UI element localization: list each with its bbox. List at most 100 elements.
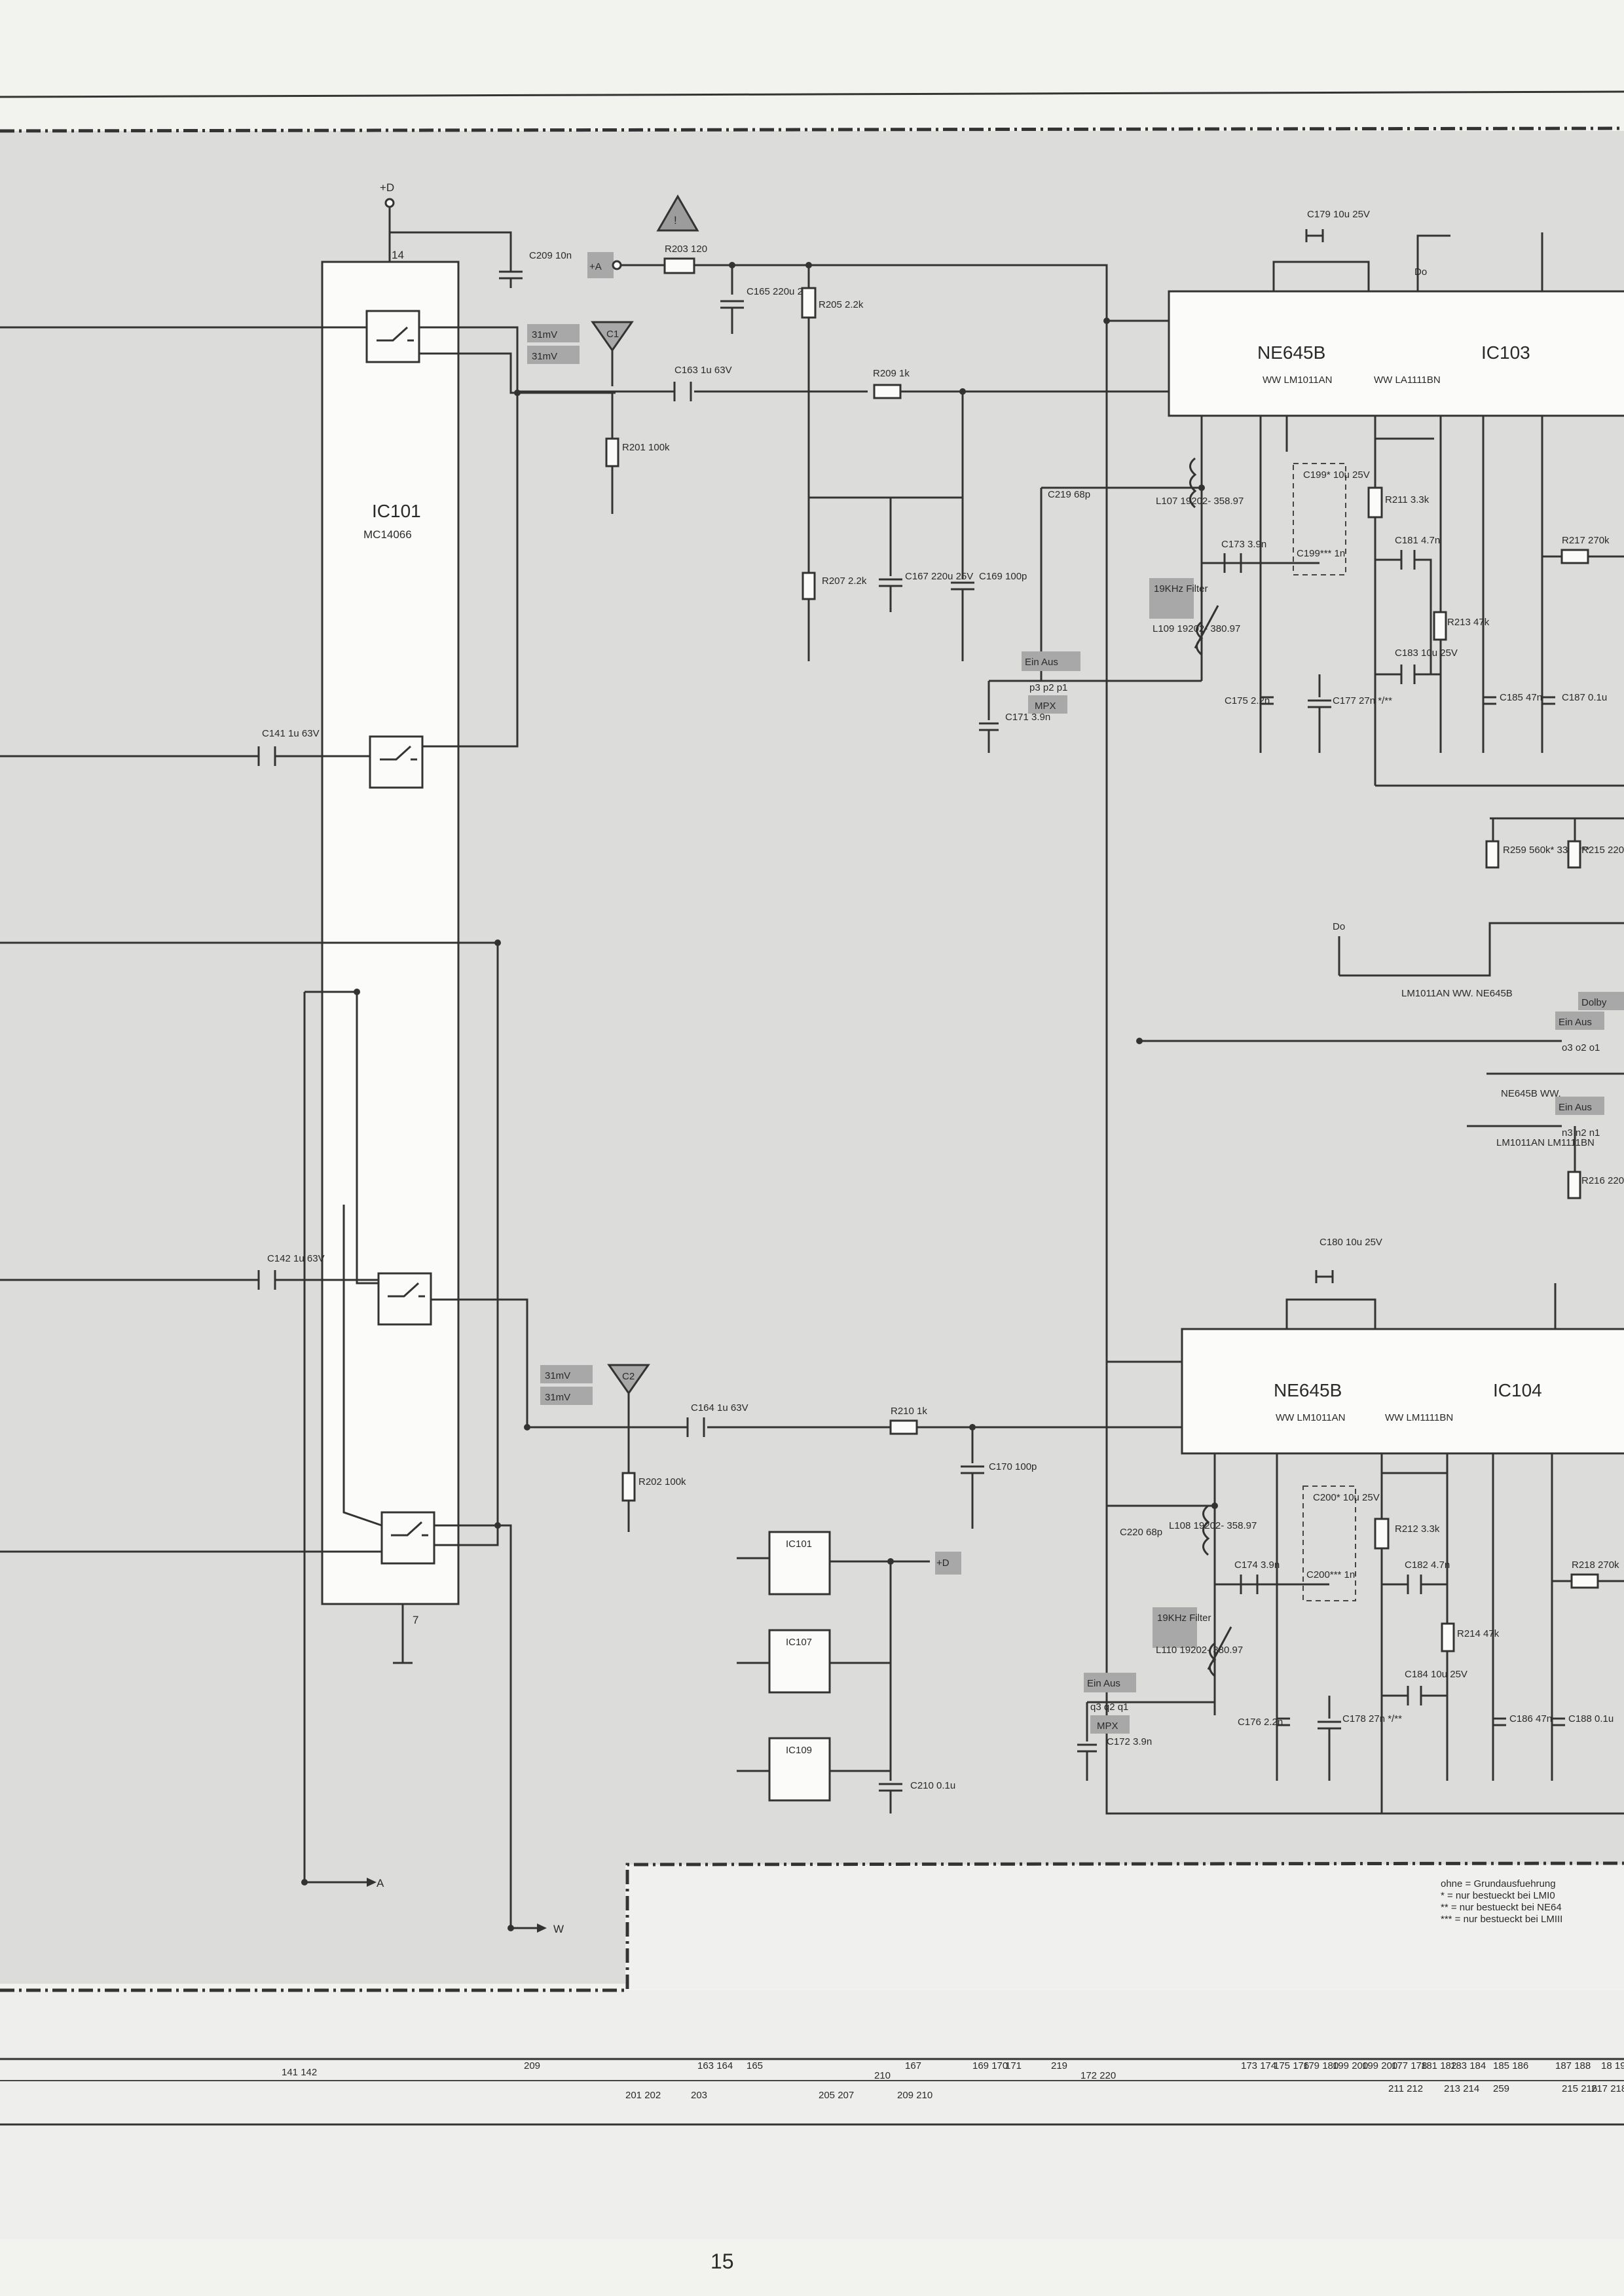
- c185-label: C185 47n: [1500, 692, 1542, 703]
- idx1-13: 199 200: [1333, 2060, 1368, 2071]
- c219-label: C219 68p: [1048, 489, 1090, 500]
- do-label: Do: [1414, 266, 1427, 278]
- plus-d-label: +D: [380, 181, 394, 194]
- ic104-variant-a: WW LM1011AN: [1276, 1412, 1345, 1423]
- idx1-18: 185 186: [1493, 2060, 1528, 2071]
- do-label-2: Do: [1333, 921, 1345, 932]
- ic103-variant-a: WW LM1011AN: [1263, 374, 1332, 386]
- c184-label: C184 10u 25V: [1405, 1669, 1467, 1680]
- idx1-5: 210: [874, 2070, 891, 2081]
- c142-label: C142 1u 63V: [267, 1253, 325, 1264]
- c199b-label: C199*** 1n: [1297, 548, 1345, 559]
- rail-w-label: W: [553, 1923, 564, 1935]
- c200a-label: C200* 10u 25V: [1313, 1492, 1380, 1503]
- ic104-ref: IC104: [1493, 1380, 1542, 1400]
- c199a-label: C199* 10u 25V: [1303, 469, 1370, 481]
- idx1-10: 173 174: [1241, 2060, 1276, 2071]
- ic104-package: NE645B IC104 WW LM1011AN WW LM1111BN: [1181, 1328, 1624, 1455]
- idx1-16: 181 182: [1421, 2060, 1456, 2071]
- ein-aus-lower: Ein Aus: [1087, 1678, 1120, 1689]
- r215-label: R215 220k** 270k* 150k***: [1581, 845, 1624, 856]
- plus-d-label-2: +D: [936, 1558, 950, 1569]
- level-2: 31mV: [532, 351, 557, 362]
- idx1-1: 209: [524, 2060, 540, 2071]
- idx1-19: 187 188: [1555, 2060, 1591, 2071]
- ic103-package: NE645B IC103 WW LM1011AN WW LA1111BN: [1168, 290, 1624, 417]
- c164-label: C164 1u 63V: [691, 1402, 748, 1413]
- r205-label: R205 2.2k: [819, 299, 864, 310]
- c174-label: C174 3.9n: [1234, 1559, 1280, 1571]
- l108-label: L108 19202- 358.97: [1169, 1520, 1257, 1531]
- r214-label: R214 47k: [1457, 1628, 1500, 1639]
- c141-label: C141 1u 63V: [262, 728, 320, 739]
- legend-line-0: ohne = Grundausfuehrung: [1441, 1878, 1556, 1889]
- gate-supplies: IC101 IC107 IC109: [768, 1531, 831, 1802]
- rail-a-label: A: [377, 1877, 384, 1889]
- ic104-part: NE645B: [1274, 1380, 1342, 1400]
- plus-a-label: +A: [589, 261, 602, 272]
- gate3-label: IC109: [786, 1745, 812, 1756]
- c180-label: C180 10u 25V: [1320, 1237, 1382, 1248]
- dolby-label: Dolby: [1581, 997, 1607, 1008]
- legend: ohne = Grundausfuehrung * = nur bestueck…: [1441, 1878, 1562, 1925]
- c183-label: C183 10u 25V: [1395, 647, 1458, 659]
- r209-label: R209 1k: [873, 368, 910, 379]
- switch-p-pins: p3 p2 p1: [1029, 682, 1067, 693]
- c179-label: C179 10u 25V: [1307, 209, 1370, 220]
- idx1-12: 179 180: [1303, 2060, 1338, 2071]
- idx1-0: 141 142: [282, 2067, 317, 2078]
- gate2-label: IC107: [786, 1637, 812, 1648]
- c176-label: C176 2.2n: [1238, 1717, 1283, 1728]
- idx1-15: 177 178: [1392, 2060, 1427, 2071]
- ic101-ref: IC101: [372, 501, 421, 521]
- c171-label: C171 3.9n: [1005, 712, 1050, 723]
- r201-label: R201 100k: [622, 442, 670, 453]
- tp-c2: C2: [622, 1371, 635, 1382]
- c178-label: C178 27n */**: [1342, 1713, 1402, 1724]
- idx1-6: 169 170: [972, 2060, 1008, 2071]
- idx1-7: 171: [1005, 2060, 1022, 2071]
- ein-aus-n: Ein Aus: [1559, 1102, 1592, 1113]
- idx1-20: 18 19: [1601, 2060, 1624, 2071]
- switch-n-pins: n3 n2 n1: [1562, 1127, 1600, 1139]
- level-1: 31mV: [532, 329, 557, 340]
- tp-c1: C1: [606, 329, 619, 340]
- idx2-7: 215 216: [1562, 2083, 1597, 2094]
- ein-aus-o: Ein Aus: [1559, 1017, 1592, 1028]
- legend-line-1: * = nur bestueckt bei LMI0: [1441, 1890, 1555, 1901]
- idx1-4: 167: [905, 2060, 921, 2071]
- idx1-11: 175 176: [1274, 2060, 1309, 2071]
- page-number: 15: [710, 2250, 734, 2273]
- idx2-6: 259: [1493, 2083, 1509, 2094]
- idx1-3: 165: [747, 2060, 763, 2071]
- c169-label: C169 100p: [979, 571, 1027, 582]
- ic103-ref: IC103: [1481, 342, 1530, 363]
- idx1-14: 199 200: [1362, 2060, 1397, 2071]
- ic101-pin7: 7: [413, 1614, 418, 1626]
- switch-o-pins: o3 o2 o1: [1562, 1042, 1600, 1053]
- c220-label: C220 68p: [1120, 1527, 1162, 1538]
- idx2-0: 201 202: [625, 2090, 661, 2101]
- switch-label-lm-lm: LM1011AN LM1111BN: [1496, 1137, 1595, 1148]
- c186-label: C186 47n: [1509, 1713, 1552, 1724]
- idx2-5: 213 214: [1444, 2083, 1479, 2094]
- c182-label: C182 4.7n: [1405, 1559, 1450, 1571]
- filter1-label: 19KHz Filter: [1154, 583, 1208, 594]
- c165-label: C165 220u 25V: [747, 286, 815, 297]
- ic101-part: MC14066: [363, 528, 412, 541]
- switch-label-lm-ww-ne: LM1011AN WW. NE645B: [1401, 988, 1513, 999]
- idx1-9: 172 220: [1080, 2070, 1116, 2081]
- c181-label: C181 4.7n: [1395, 535, 1440, 546]
- mpx-lower: MPX: [1097, 1721, 1118, 1732]
- ein-aus-upper: Ein Aus: [1025, 657, 1058, 668]
- r217-label: R217 270k: [1562, 535, 1610, 546]
- r212-label: R212 3.3k: [1395, 1523, 1440, 1535]
- idx1-2: 163 164: [697, 2060, 733, 2071]
- r211-label: R211 3.3k: [1385, 494, 1430, 505]
- idx2-4: 211 212: [1388, 2083, 1423, 2094]
- frame-border: [0, 126, 1624, 1992]
- c187-label: C187 0.1u: [1562, 692, 1607, 703]
- r207-label: R207 2.2k: [822, 575, 867, 587]
- gate1-label: IC101: [786, 1539, 812, 1550]
- level-3: 31mV: [545, 1370, 570, 1381]
